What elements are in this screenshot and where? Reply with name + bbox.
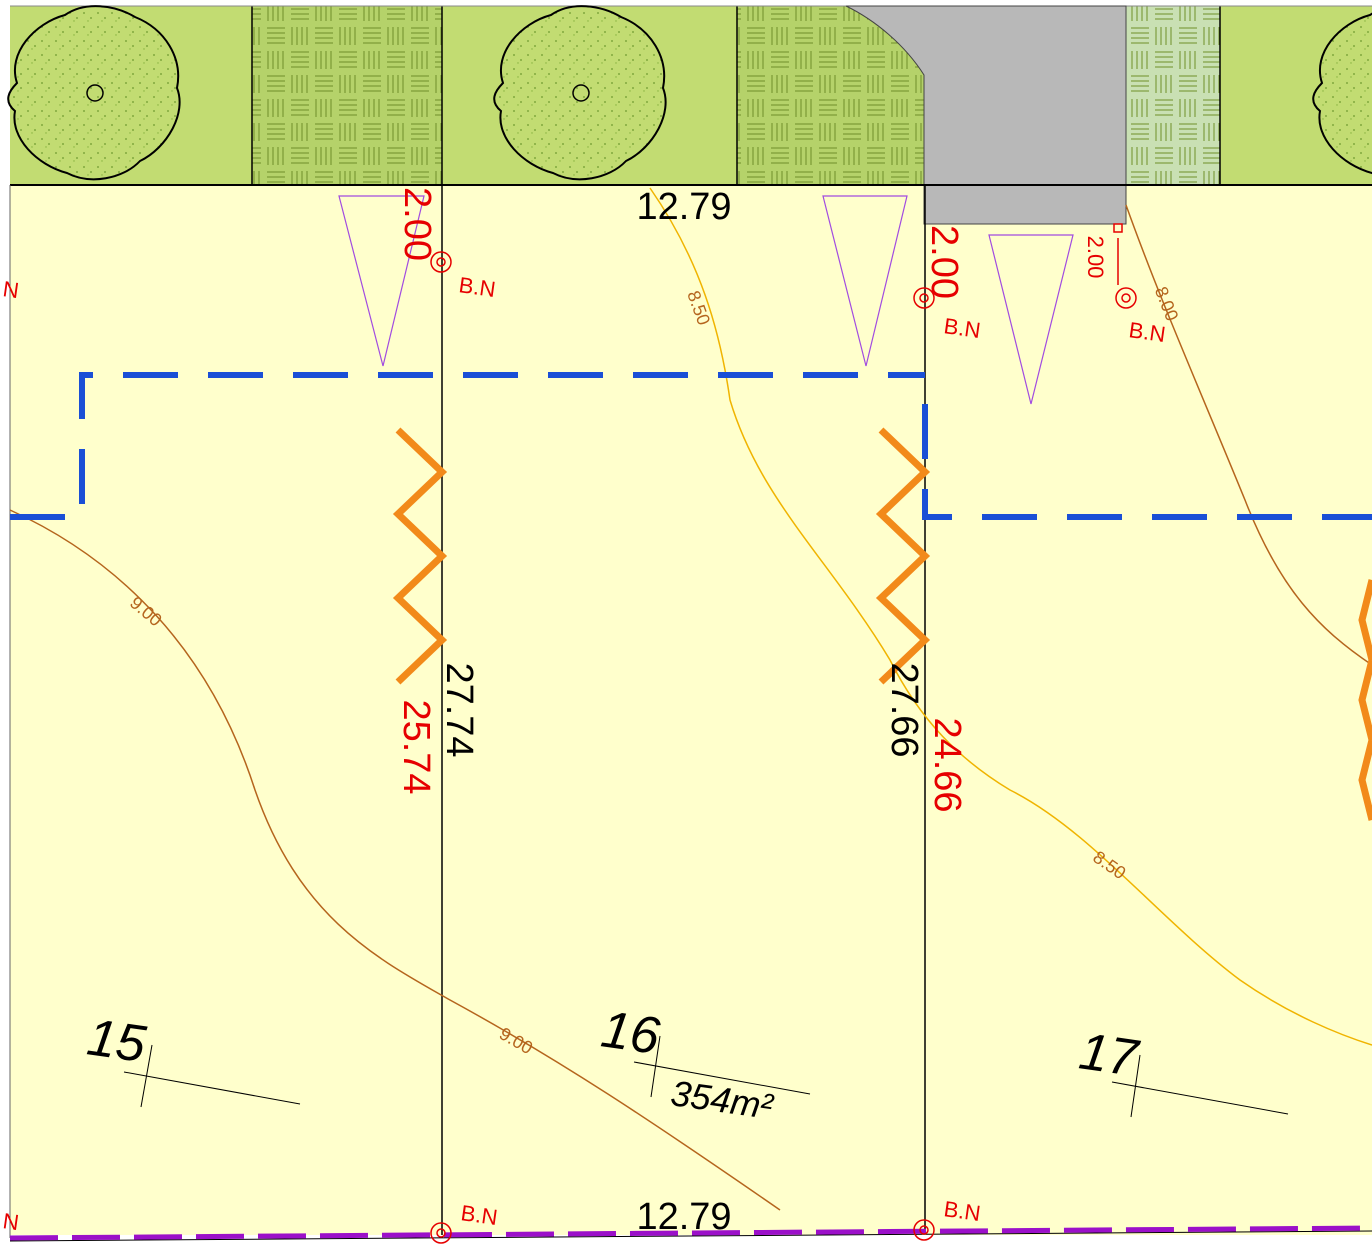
verge-strip [10, 5, 1372, 185]
wall-setback-15: 25.74 [395, 699, 437, 794]
frontage-dimension-bottom: 12.79 [636, 1196, 731, 1238]
survey-mark-icon [913, 1219, 935, 1241]
front-setback: 2.00 [1083, 236, 1108, 279]
survey-mark-icon [430, 1222, 452, 1244]
lot-label-crosshair [123, 1044, 301, 1108]
survey-mark-label: B.N [942, 1196, 982, 1226]
driveway-sightline-icon [988, 234, 1074, 405]
driveway-sightline-icon [338, 195, 425, 367]
lot-number-16: 16 [598, 1000, 663, 1065]
tree-canopy-icon [493, 5, 667, 181]
lot-number-15: 15 [84, 1008, 150, 1074]
lot-label-crosshair [1111, 1054, 1289, 1118]
survey-mark-label: B.N [457, 272, 497, 302]
driveway [845, 5, 1127, 225]
survey-mark-label: B.N [942, 313, 982, 343]
building-envelope [10, 372, 1372, 520]
contour-8-50 [649, 187, 1372, 1046]
front-setback: 2.00 [396, 187, 438, 261]
survey-mark-label: B.N [1127, 317, 1167, 347]
front-setback: 2.00 [923, 225, 965, 299]
contour-9-00 [9, 509, 781, 1211]
tree-canopy-icon [1312, 12, 1372, 175]
lot-label-crosshair [633, 1035, 811, 1098]
rear-boundary-dash [9, 1225, 1372, 1241]
survey-mark-icon [430, 251, 452, 273]
survey-mark-label-partial: N [1, 276, 20, 303]
retaining-wall-icon [392, 427, 448, 685]
lot-area [10, 185, 1372, 1235]
survey-mark-label: B.N [459, 1200, 499, 1230]
retaining-wall-icon [1358, 579, 1372, 821]
side-dimension-16-17: 27.66 [883, 662, 925, 757]
contour-8-00 [1125, 204, 1372, 666]
side-dimension-15-16: 27.74 [438, 662, 480, 757]
survey-mark-icon [913, 287, 935, 309]
retaining-wall-icon [875, 427, 931, 685]
survey-mark-label-partial: N [1, 1208, 20, 1235]
wall-setback-16: 24.66 [926, 717, 968, 812]
frontage-dimension-top: 12.79 [636, 186, 731, 228]
survey-mark-icon [1113, 223, 1137, 309]
driveway-sightline-icon [822, 195, 908, 367]
tree-canopy-icon [7, 5, 181, 181]
lot-number-17: 17 [1076, 1022, 1143, 1088]
